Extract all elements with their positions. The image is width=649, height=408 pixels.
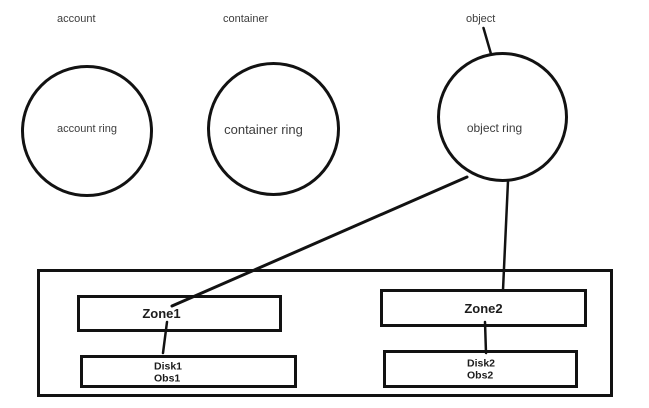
- container-ring-label: container ring: [224, 121, 303, 137]
- zone1-box: Zone1: [77, 295, 282, 332]
- obs2-label: Obs2: [467, 369, 494, 382]
- disk1-label: Disk1: [154, 360, 183, 373]
- zone1-label: Zone1: [142, 306, 181, 321]
- zone2-box: Zone2: [380, 289, 587, 327]
- object-ring-circle: object ring: [437, 52, 568, 182]
- disk2-label: Disk2: [467, 357, 496, 370]
- disk1-text-block: Disk1 Obs1: [154, 360, 182, 384]
- disk2-text-block: Disk2 Obs2: [467, 358, 495, 382]
- account-ring-label: account ring: [57, 123, 117, 135]
- disk1-box: Disk1 Obs1: [80, 355, 297, 388]
- object-ring-label: object ring: [466, 121, 523, 135]
- object-label-to-ring-connector: [482, 26, 493, 56]
- container-ring-circle: container ring: [207, 62, 340, 196]
- account-ring-circle: account ring: [21, 65, 153, 197]
- obs1-label: Obs1: [154, 372, 181, 385]
- container-label: container: [223, 13, 269, 25]
- account-label: account: [57, 13, 96, 25]
- zone2-label: Zone2: [464, 300, 503, 316]
- object-label: object: [466, 13, 496, 25]
- disk2-box: Disk2 Obs2: [383, 350, 578, 388]
